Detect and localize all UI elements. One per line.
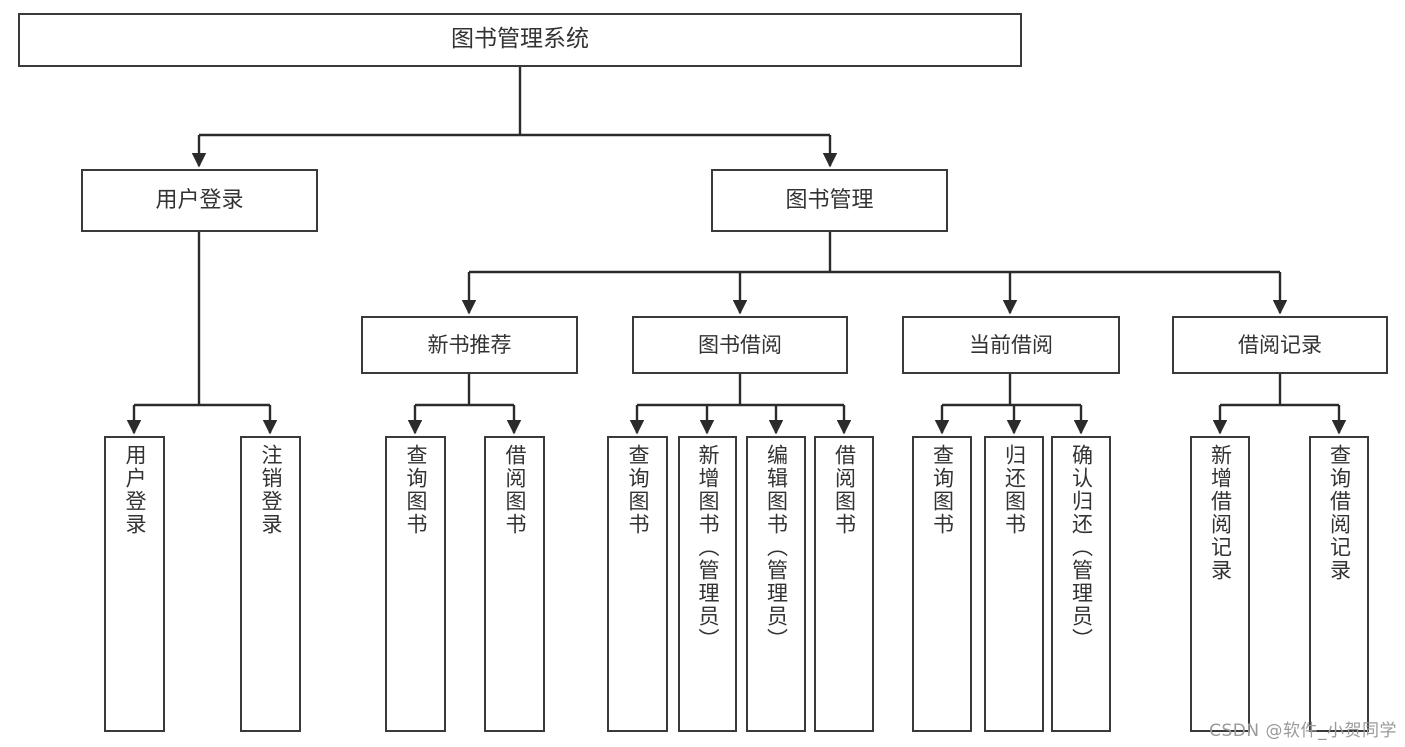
node-leaf-edit-book-admin[interactable]: 编辑图书（管理员） xyxy=(746,436,806,732)
node-new-book-recommend[interactable]: 新书推荐 xyxy=(361,316,578,374)
node-leaf-add-record[interactable]: 新增借阅记录 xyxy=(1190,436,1250,732)
node-leaf-query-record[interactable]: 查询借阅记录 xyxy=(1309,436,1369,732)
node-leaf-borrow-book-1[interactable]: 借阅图书 xyxy=(484,436,545,732)
node-label: 用户登录 xyxy=(123,444,147,536)
node-label: 查询图书 xyxy=(626,444,650,536)
node-label: 查询图书 xyxy=(404,444,428,536)
node-borrow-records[interactable]: 借阅记录 xyxy=(1172,316,1388,374)
node-label: 借阅图书 xyxy=(832,444,857,536)
node-user-login[interactable]: 用户登录 xyxy=(81,169,318,232)
node-label: 图书管理 xyxy=(785,187,874,213)
node-label: 编辑图书（管理员） xyxy=(764,444,789,651)
node-leaf-query-book-2[interactable]: 查询图书 xyxy=(607,436,668,732)
node-label: 新增图书（管理员） xyxy=(696,444,720,651)
node-label: 图书管理系统 xyxy=(451,26,589,53)
node-book-manage[interactable]: 图书管理 xyxy=(711,169,948,232)
node-label: 新书推荐 xyxy=(427,332,512,357)
node-current-borrow[interactable]: 当前借阅 xyxy=(902,316,1120,374)
node-label: 当前借阅 xyxy=(969,332,1053,357)
node-label: 确认归还（管理员） xyxy=(1069,444,1094,651)
node-label: 新增借阅记录 xyxy=(1208,444,1233,582)
node-label: 借阅记录 xyxy=(1238,332,1322,357)
node-label: 借阅图书 xyxy=(503,444,527,536)
node-leaf-confirm-return[interactable]: 确认归还（管理员） xyxy=(1051,436,1111,732)
node-leaf-query-book-1[interactable]: 查询图书 xyxy=(385,436,446,732)
node-label: 用户登录 xyxy=(155,187,244,213)
node-leaf-logout-login[interactable]: 注销登录 xyxy=(240,436,301,732)
node-label: 注销登录 xyxy=(259,444,283,536)
node-label: 查询借阅记录 xyxy=(1327,444,1352,582)
node-leaf-query-book-3[interactable]: 查询图书 xyxy=(912,436,972,732)
node-root[interactable]: 图书管理系统 xyxy=(18,13,1022,67)
node-label: 归还图书 xyxy=(1002,444,1027,536)
node-leaf-add-book-admin[interactable]: 新增图书（管理员） xyxy=(678,436,737,732)
node-leaf-user-login[interactable]: 用户登录 xyxy=(104,436,165,732)
node-book-borrow[interactable]: 图书借阅 xyxy=(632,316,848,374)
node-label: 查询图书 xyxy=(930,444,955,536)
node-label: 图书借阅 xyxy=(698,332,782,357)
node-leaf-return-book[interactable]: 归还图书 xyxy=(984,436,1044,732)
node-leaf-borrow-book-2[interactable]: 借阅图书 xyxy=(814,436,874,732)
csdn-watermark: CSDN @软件_小贺同学 xyxy=(1209,721,1397,741)
